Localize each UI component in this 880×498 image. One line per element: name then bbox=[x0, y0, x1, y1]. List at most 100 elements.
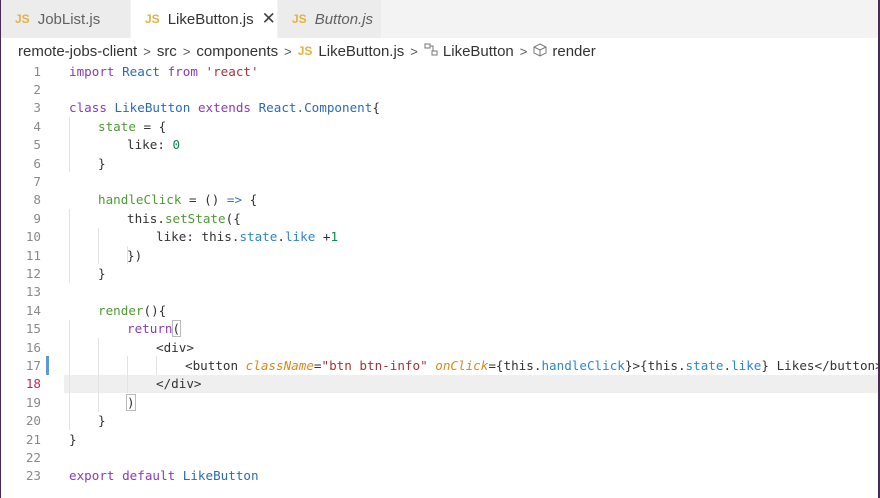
line-number: 21 bbox=[25, 431, 41, 447]
code-line: 1 import React from 'react' bbox=[0, 62, 878, 80]
indent-guide bbox=[69, 117, 70, 173]
javascript-file-icon: JS bbox=[15, 12, 30, 26]
code-line: 3 class LikeButton extends React.Componen… bbox=[0, 99, 878, 117]
line-number: 19 bbox=[25, 394, 41, 410]
line-number: 11 bbox=[25, 247, 41, 263]
code-text: import React from 'react' bbox=[69, 63, 259, 79]
breadcrumb-folder-components[interactable]: components bbox=[196, 42, 279, 60]
code-text: } bbox=[98, 413, 106, 429]
code-text: } bbox=[98, 266, 106, 282]
code-line: 9 this.setState({ bbox=[0, 209, 878, 227]
code-line: 12} bbox=[0, 264, 878, 282]
line-number: 1 bbox=[33, 63, 41, 79]
line-number: 7 bbox=[33, 174, 41, 190]
line-number: 18 bbox=[25, 376, 41, 392]
breadcrumb-method[interactable]: render bbox=[552, 42, 596, 60]
code-line: 19) bbox=[0, 393, 878, 411]
line-number: 20 bbox=[25, 413, 41, 429]
code-text: }) bbox=[127, 247, 143, 263]
code-line: 6} bbox=[0, 154, 878, 172]
tab-label: Button.js bbox=[314, 10, 374, 28]
chevron-right-icon: > bbox=[143, 43, 151, 59]
chevron-right-icon: > bbox=[410, 43, 418, 59]
line-number: 14 bbox=[25, 302, 41, 318]
breadcrumb-project[interactable]: remote-jobs-client bbox=[18, 42, 138, 60]
code-text: ) bbox=[126, 393, 136, 411]
javascript-file-icon: JS bbox=[297, 44, 313, 58]
code-text: return( bbox=[127, 320, 182, 338]
line-number: 9 bbox=[33, 210, 41, 226]
code-line: 7 bbox=[0, 172, 878, 190]
code-text: like: 0 bbox=[127, 137, 181, 153]
javascript-file-icon: JS bbox=[292, 12, 307, 26]
code-line: 20} bbox=[0, 412, 878, 430]
code-text: <button className="btn btn-info" onClick… bbox=[185, 358, 880, 374]
code-text: <div> bbox=[156, 339, 194, 355]
code-line: 21} bbox=[0, 430, 878, 448]
code-text: </div> bbox=[156, 376, 202, 392]
code-text: export default LikeButton bbox=[69, 468, 259, 484]
tab-button[interactable]: JS Button.js bbox=[278, 0, 382, 38]
chevron-right-icon: > bbox=[182, 43, 191, 59]
code-line: 22 bbox=[0, 448, 878, 466]
code-text: } bbox=[69, 431, 77, 447]
line-number: 23 bbox=[25, 468, 41, 484]
code-line: 11}) bbox=[0, 246, 878, 264]
breadcrumb-class[interactable]: LikeButton bbox=[442, 42, 514, 60]
code-line: 17 <button className="btn btn-info" onCli… bbox=[0, 356, 880, 374]
tab-likebutton[interactable]: JS LikeButton.js ✕ bbox=[131, 0, 278, 38]
breadcrumb: remote-jobs-client > src > components > … bbox=[18, 40, 596, 62]
line-number: 8 bbox=[33, 192, 41, 208]
modified-line-indicator bbox=[46, 356, 49, 375]
code-line: 8 handleClick = () => { bbox=[0, 191, 878, 209]
line-number: 12 bbox=[25, 266, 41, 282]
line-number: 16 bbox=[25, 339, 41, 355]
code-line: 2 bbox=[0, 80, 878, 98]
line-number: 4 bbox=[33, 118, 41, 134]
code-line: 4 state = { bbox=[0, 117, 878, 135]
method-symbol-icon bbox=[533, 42, 547, 60]
line-number: 15 bbox=[25, 321, 41, 337]
code-line: 13 bbox=[0, 283, 878, 301]
code-text: state = { bbox=[98, 118, 167, 134]
line-number: 13 bbox=[25, 284, 41, 300]
code-text: handleClick = () => { bbox=[98, 192, 258, 208]
code-text: like: this.state.like +1 bbox=[156, 229, 339, 245]
code-text: class LikeButton extends React.Component… bbox=[69, 100, 380, 116]
class-symbol-icon bbox=[424, 43, 438, 59]
indent-guide bbox=[127, 356, 128, 394]
code-text: render(){ bbox=[98, 302, 167, 318]
code-line: 16 <div> bbox=[0, 338, 878, 356]
tab-joblist[interactable]: JS JobList.js bbox=[1, 0, 131, 38]
indent-guide bbox=[98, 227, 99, 265]
indent-guide bbox=[69, 209, 70, 283]
code-line: 15 return( bbox=[0, 320, 878, 338]
code-editor[interactable]: 1 import React from 'react' 2 3 class Like… bbox=[0, 62, 880, 498]
line-number: 22 bbox=[25, 450, 41, 466]
indent-guide bbox=[127, 246, 128, 265]
tab-label: LikeButton.js bbox=[167, 10, 254, 28]
line-number: 2 bbox=[33, 82, 41, 98]
line-number: 6 bbox=[33, 155, 41, 171]
line-number: 3 bbox=[33, 100, 41, 116]
indent-guide bbox=[156, 356, 157, 375]
indent-guide bbox=[98, 338, 99, 412]
code-line: 18 </div> bbox=[0, 375, 878, 393]
code-text: this.setState({ bbox=[127, 210, 241, 226]
close-icon[interactable]: ✕ bbox=[261, 9, 276, 28]
window-frame-left bbox=[0, 0, 1, 498]
breadcrumb-folder-src[interactable]: src bbox=[156, 42, 177, 60]
editor-tab-bar: JS JobList.js JS LikeButton.js ✕ JS Butt… bbox=[1, 0, 878, 38]
tab-label: JobList.js bbox=[37, 10, 101, 28]
line-number: 17 bbox=[25, 358, 41, 374]
chevron-right-icon: > bbox=[519, 43, 528, 59]
code-line: 14 render(){ bbox=[0, 301, 878, 319]
javascript-file-icon: JS bbox=[145, 12, 160, 26]
line-number: 10 bbox=[25, 229, 41, 245]
current-line-highlight bbox=[64, 374, 878, 394]
code-line: 5 like: 0 bbox=[0, 136, 878, 154]
window-frame-right bbox=[878, 0, 880, 498]
code-text: } bbox=[98, 155, 106, 171]
line-number: 5 bbox=[33, 137, 41, 153]
breadcrumb-file[interactable]: LikeButton.js bbox=[318, 42, 405, 60]
